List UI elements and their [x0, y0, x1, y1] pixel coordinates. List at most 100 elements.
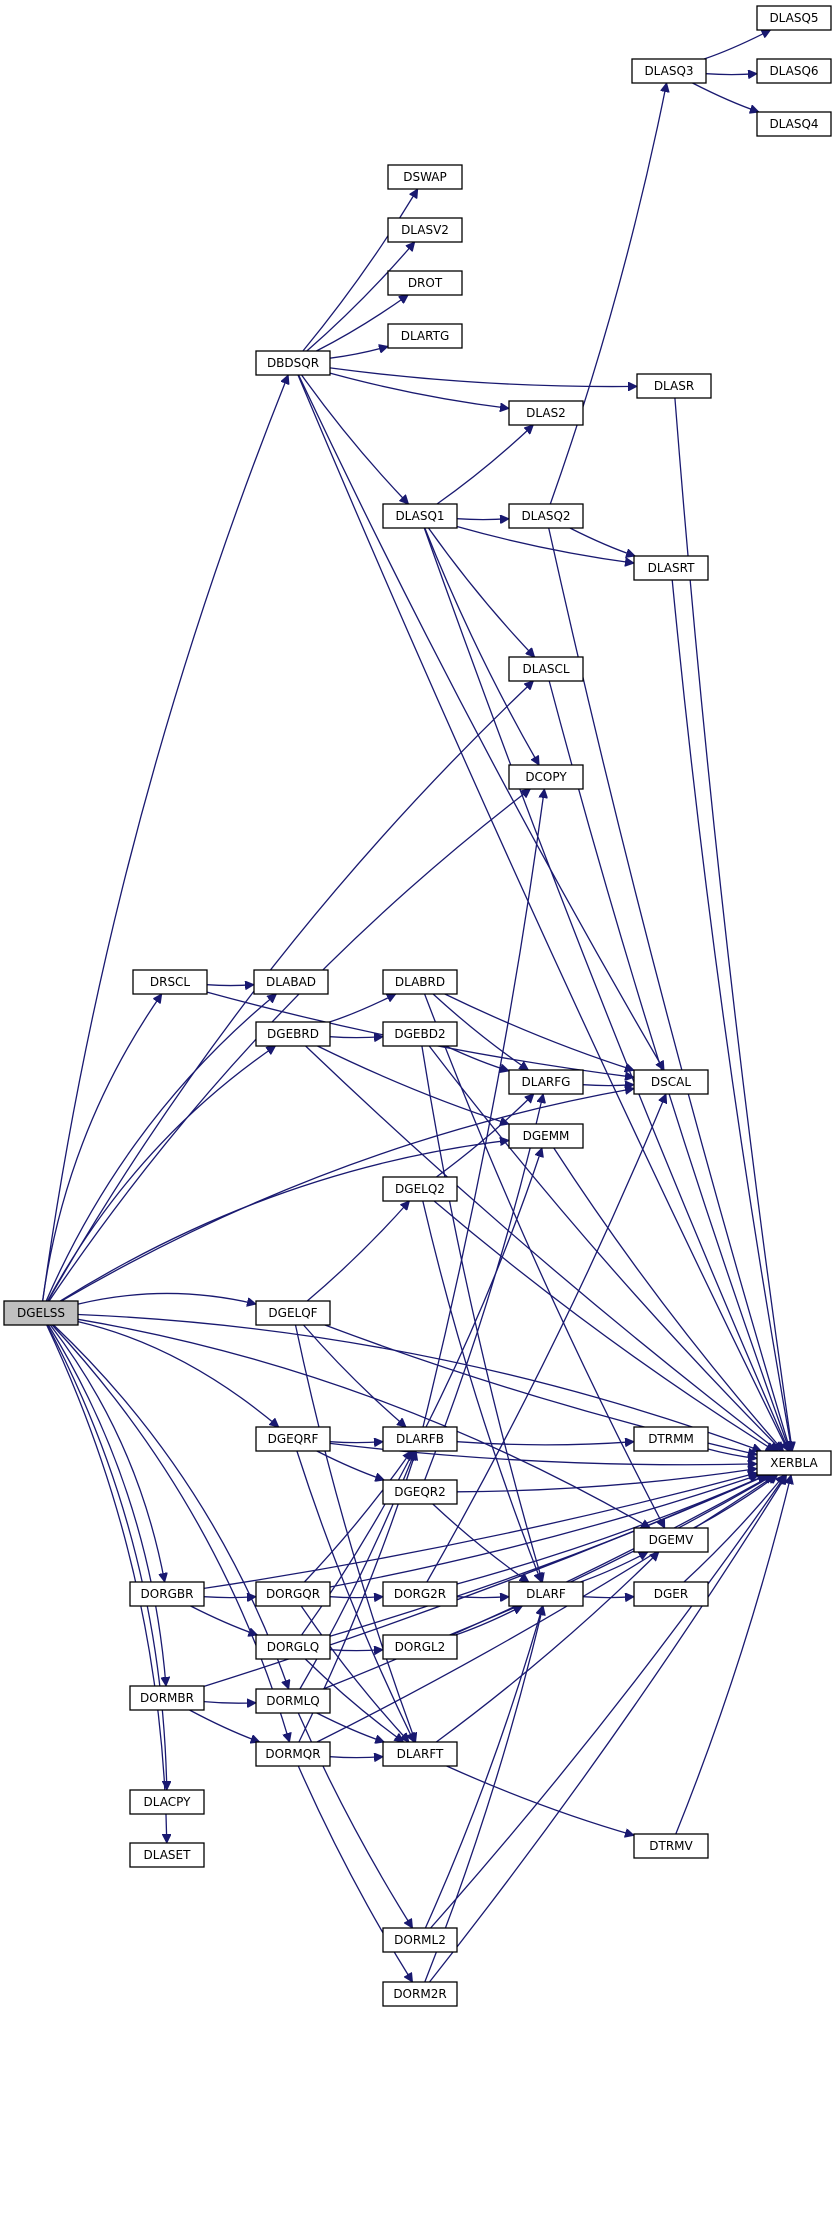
- node-label: DORMLQ: [266, 1694, 320, 1708]
- node-dlarfg[interactable]: DLARFG: [508, 1069, 584, 1095]
- node-dlaset[interactable]: DLASET: [129, 1842, 205, 1868]
- node-label: DLARFG: [522, 1075, 571, 1089]
- node-label: DGEMM: [523, 1129, 570, 1143]
- node-label: DLARTG: [401, 329, 450, 343]
- node-label: DLARFT: [397, 1747, 444, 1761]
- edge-dorgbr-to-xerbla: [203, 1473, 757, 1590]
- node-dlasq4[interactable]: DLASQ4: [756, 111, 832, 137]
- node-box: [387, 323, 463, 349]
- edge-dlabrd-to-dlarfg: [432, 993, 528, 1070]
- node-box: [633, 1527, 709, 1553]
- node-dlasq3[interactable]: DLASQ3: [631, 58, 707, 84]
- edge-dorgl2-to-xerbla: [449, 1474, 774, 1636]
- node-label: DLASET: [144, 1848, 192, 1862]
- edge-dlarf-to-dger: [582, 1597, 634, 1598]
- node-dtrmm[interactable]: DTRMM: [633, 1426, 709, 1452]
- node-label: DGELSS: [17, 1306, 65, 1320]
- edge-dgelss-to-dlacpy: [46, 1324, 167, 1790]
- node-dgelqf[interactable]: DGELQF: [255, 1300, 331, 1326]
- node-dlabad[interactable]: DLABAD: [253, 969, 329, 995]
- node-dlasq5[interactable]: DLASQ5: [756, 5, 832, 31]
- node-dorgqr[interactable]: DORGQR: [255, 1581, 331, 1607]
- node-xerbla[interactable]: XERBLA: [756, 1450, 832, 1476]
- node-dlacpy[interactable]: DLACPY: [129, 1789, 205, 1815]
- edge-dgeqrf-to-dlarfb: [329, 1442, 383, 1443]
- node-label: DLABAD: [266, 975, 316, 989]
- node-dcopy[interactable]: DCOPY: [508, 764, 584, 790]
- node-dlasv2[interactable]: DLASV2: [387, 217, 463, 243]
- node-dlas2[interactable]: DLAS2: [508, 400, 584, 426]
- node-label: DLASQ1: [395, 509, 444, 523]
- node-dlarfb[interactable]: DLARFB: [382, 1426, 458, 1452]
- node-dger[interactable]: DGER: [633, 1581, 709, 1607]
- node-dswap[interactable]: DSWAP: [387, 164, 463, 190]
- node-dorm2r[interactable]: DORM2R: [382, 1981, 458, 2007]
- node-dtrmv[interactable]: DTRMV: [633, 1833, 709, 1859]
- node-dorg2r[interactable]: DORG2R: [382, 1581, 458, 1607]
- edge-dormqr-to-dlarft: [329, 1757, 383, 1758]
- edge-dorglq-to-dlarfb: [301, 1451, 415, 1636]
- node-label: DTRMV: [649, 1839, 693, 1853]
- node-dormlq[interactable]: DORMLQ: [255, 1688, 331, 1714]
- node-dlasq2[interactable]: DLASQ2: [508, 503, 584, 529]
- node-drot[interactable]: DROT: [387, 270, 463, 296]
- node-dlarf[interactable]: DLARF: [508, 1581, 584, 1607]
- node-dgebrd[interactable]: DGEBRD: [255, 1021, 331, 1047]
- node-dgelss[interactable]: DGELSS: [3, 1300, 79, 1326]
- node-box: [255, 1581, 331, 1607]
- node-dorgbr[interactable]: DORGBR: [129, 1581, 205, 1607]
- node-label: DORGBR: [141, 1587, 194, 1601]
- node-label: DLABRD: [395, 975, 445, 989]
- node-box: [508, 400, 584, 426]
- node-dormbr[interactable]: DORMBR: [129, 1685, 205, 1711]
- edge-dgelqf-to-dlarfb: [303, 1324, 407, 1427]
- node-dlabrd[interactable]: DLABRD: [382, 969, 458, 995]
- node-dgemm[interactable]: DGEMM: [508, 1123, 584, 1149]
- node-box: [382, 1981, 458, 2007]
- node-dgeqrf[interactable]: DGEQRF: [255, 1426, 331, 1452]
- node-box: [382, 1479, 458, 1505]
- edge-dgelss-to-dormbr: [47, 1324, 166, 1686]
- node-dlasr[interactable]: DLASR: [636, 373, 712, 399]
- node-label: DORML2: [394, 1933, 446, 1947]
- node-dscal[interactable]: DSCAL: [633, 1069, 709, 1095]
- node-dgelq2[interactable]: DGELQ2: [382, 1176, 458, 1202]
- node-box: [382, 1741, 458, 1767]
- node-dgemv[interactable]: DGEMV: [633, 1527, 709, 1553]
- edge-dbdsqr-to-dswap: [302, 189, 419, 352]
- edge-dgelss-to-dlaset: [46, 1324, 167, 1843]
- node-label: DCOPY: [525, 770, 567, 784]
- node-box: [508, 656, 584, 682]
- node-dgeqr2[interactable]: DGEQR2: [382, 1479, 458, 1505]
- node-drscl[interactable]: DRSCL: [132, 969, 208, 995]
- node-label: DLASR: [654, 379, 694, 393]
- node-dlascl[interactable]: DLASCL: [508, 656, 584, 682]
- node-box: [387, 270, 463, 296]
- edge-dorgqr-to-dorg2r: [329, 1597, 383, 1598]
- edge-dlabrd-to-dgemv: [423, 993, 666, 1528]
- node-box: [508, 1069, 584, 1095]
- node-dorglq[interactable]: DORGLQ: [255, 1634, 331, 1660]
- node-dbdsqr[interactable]: DBDSQR: [255, 350, 331, 376]
- edge-dbdsqr-to-dscal: [298, 374, 665, 1070]
- node-dlartg[interactable]: DLARTG: [387, 323, 463, 349]
- node-dgebd2[interactable]: DGEBD2: [382, 1021, 458, 1047]
- node-dorml2[interactable]: DORML2: [382, 1927, 458, 1953]
- node-dlasrt[interactable]: DLASRT: [633, 555, 709, 581]
- node-dorgl2[interactable]: DORGL2: [382, 1634, 458, 1660]
- edge-dlasq3-to-dlasq4: [692, 82, 759, 112]
- node-label: DGEQR2: [394, 1485, 446, 1499]
- edge-dorm2r-to-xerbla: [428, 1475, 788, 1983]
- node-dlasq6[interactable]: DLASQ6: [756, 58, 832, 84]
- edge-dgelss-to-dgemv: [77, 1318, 650, 1529]
- node-dormqr[interactable]: DORMQR: [255, 1741, 331, 1767]
- node-dlarft[interactable]: DLARFT: [382, 1741, 458, 1767]
- edge-dgelss-to-dgemm: [59, 1140, 509, 1302]
- edge-dgelq2-to-xerbla: [433, 1200, 775, 1452]
- edge-dger-to-xerbla: [683, 1475, 784, 1583]
- node-box: [756, 111, 832, 137]
- edge-dlasq1-to-dcopy: [424, 527, 540, 765]
- node-dlasq1[interactable]: DLASQ1: [382, 503, 458, 529]
